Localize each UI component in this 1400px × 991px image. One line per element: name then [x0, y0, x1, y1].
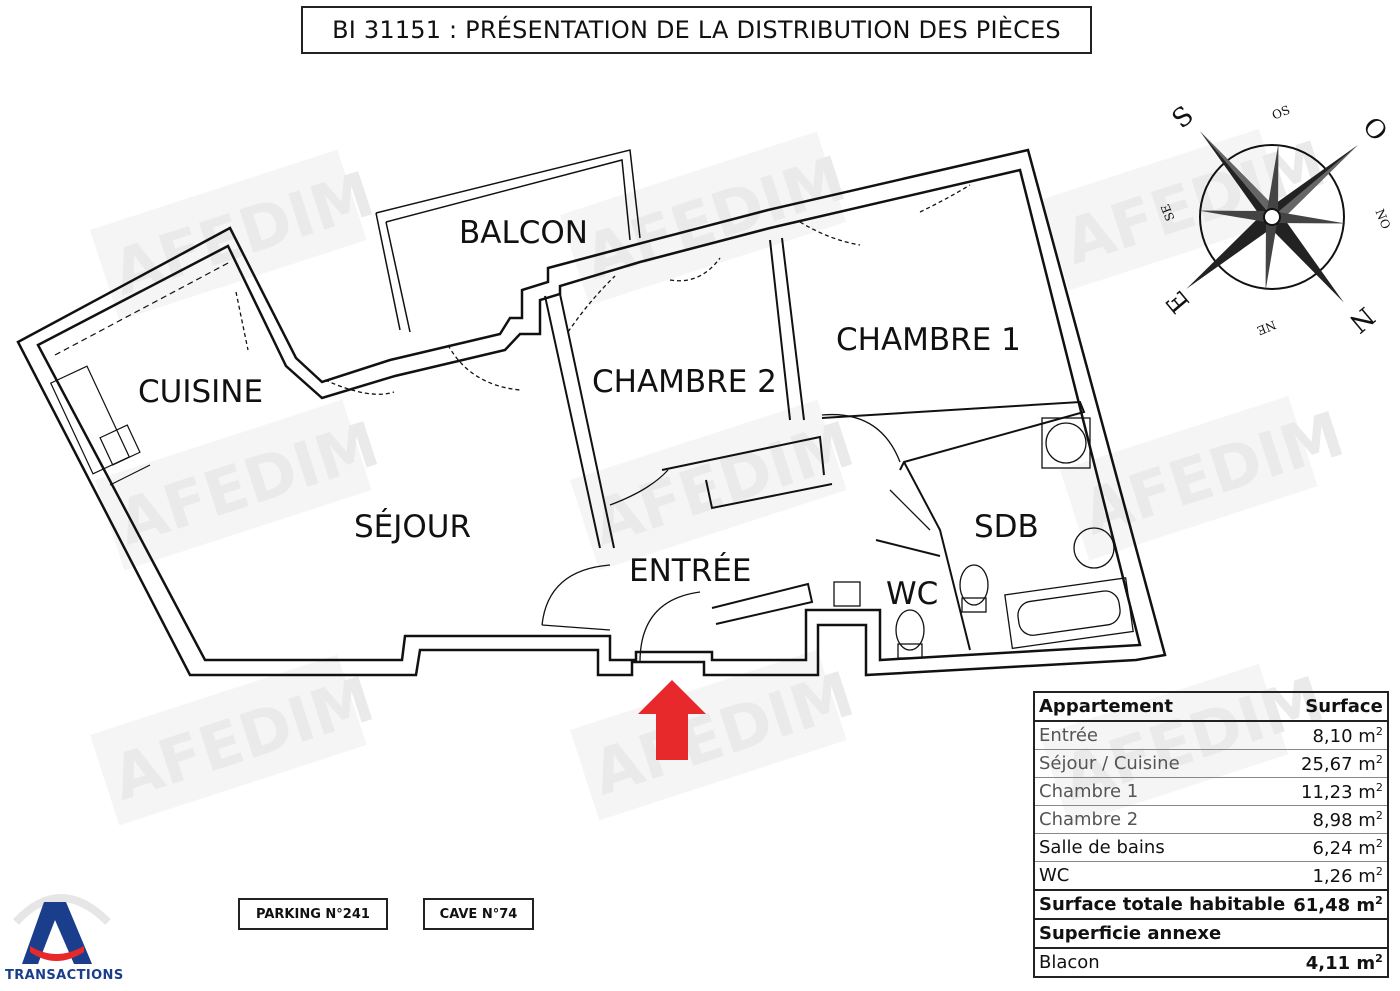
row-value: 8,98 m: [1312, 809, 1376, 831]
table-header-value: Surface: [1289, 692, 1388, 722]
row-label: Salle de bains: [1034, 833, 1290, 862]
room-label-chambre2: CHAMBRE 2: [592, 364, 777, 400]
compass-label: E: [1161, 284, 1196, 318]
total-label: Surface totale habitable: [1034, 889, 1290, 920]
table-row: Chambre 2 8,98 m2: [1034, 805, 1388, 834]
compass-label: NE: [1255, 318, 1278, 338]
compass-label: S: [1167, 100, 1200, 134]
unit-sup: 2: [1375, 836, 1383, 850]
table-header-label: Appartement: [1034, 692, 1290, 722]
room-label-wc: WC: [886, 576, 938, 612]
table-header-row: Appartement Surface: [1034, 692, 1388, 722]
row-value: 8,10 m: [1312, 725, 1376, 747]
room-label-balcon: BALCON: [459, 215, 588, 251]
table-row: Salle de bains 6,24 m2: [1034, 833, 1388, 862]
table-row: Blacon 4,11 m2: [1034, 948, 1388, 978]
room-label-sejour: SÉJOUR: [354, 509, 471, 545]
unit-sup: 2: [1375, 893, 1383, 907]
row-value: 11,23 m: [1301, 781, 1376, 803]
watermark-text: AFEDIM: [104, 662, 382, 815]
cave-label: CAVE N°74: [423, 898, 534, 930]
table-row: WC 1,26 m2: [1034, 861, 1388, 891]
row-label: WC: [1034, 861, 1290, 891]
row-value: 4,11 m: [1305, 952, 1376, 974]
parking-label: PARKING N°241: [238, 898, 388, 930]
unit-sup: 2: [1375, 724, 1383, 738]
door-swings: [235, 184, 971, 663]
row-label: Blacon: [1034, 948, 1290, 978]
kitchen-counter: [49, 261, 231, 486]
compass-label: NO: [1373, 207, 1394, 231]
compass-label: OS: [1270, 103, 1292, 123]
table-row: Séjour / Cuisine 25,67 m2: [1034, 749, 1388, 778]
compass-rose-icon: S O N E OS NO NE SE: [1158, 100, 1394, 338]
row-label: Chambre 2: [1034, 805, 1290, 834]
row-value: 25,67 m: [1301, 753, 1376, 775]
row-value: 1,26 m: [1312, 865, 1376, 887]
watermark-text: AFEDIM: [109, 407, 387, 560]
annex-header: Superficie annexe: [1034, 919, 1388, 949]
balcony: [375, 149, 641, 333]
watermark-text: AFEDIM: [584, 657, 862, 810]
table-row: Chambre 1 11,23 m2: [1034, 777, 1388, 806]
row-value: 6,24 m: [1312, 837, 1376, 859]
row-label: Entrée: [1034, 721, 1290, 750]
compass-label: SE: [1158, 202, 1177, 223]
exterior-walls: [16, 148, 1167, 677]
unit-sup: 2: [1375, 864, 1383, 878]
unit-sup: 2: [1375, 808, 1383, 822]
surface-table: Appartement Surface Entrée 8,10 m2 Séjou…: [1033, 691, 1389, 978]
logo-text: TRANSACTIONS: [5, 968, 124, 983]
watermark-text: AFEDIM: [104, 157, 382, 310]
interior-walls: [544, 237, 1086, 651]
unit-sup: 2: [1375, 780, 1383, 794]
room-label-entree: ENTRÉE: [629, 553, 751, 589]
unit-sup: 2: [1375, 951, 1383, 965]
watermark-text: AFEDIM: [584, 407, 862, 560]
compass-label: O: [1356, 112, 1393, 148]
room-label-sdb: SDB: [974, 509, 1039, 545]
afedim-logo-icon: [13, 894, 111, 964]
row-label: Chambre 1: [1034, 777, 1290, 806]
room-labels: BALCON CUISINE CHAMBRE 2 CHAMBRE 1 SÉJOU…: [138, 215, 1039, 612]
compass-label: N: [1343, 300, 1380, 338]
table-row: Entrée 8,10 m2: [1034, 721, 1388, 750]
table-annex-header-row: Superficie annexe: [1034, 919, 1388, 949]
unit-sup: 2: [1375, 752, 1383, 766]
entry-arrow-icon: [638, 680, 706, 760]
room-label-cuisine: CUISINE: [138, 374, 263, 410]
table-total-row: Surface totale habitable 61,48 m2: [1034, 889, 1388, 920]
row-label: Séjour / Cuisine: [1034, 749, 1290, 778]
page-title: BI 31151 : PRÉSENTATION DE LA DISTRIBUTI…: [301, 6, 1092, 54]
total-value: 61,48 m: [1293, 894, 1376, 916]
bathroom-fixtures: [833, 417, 1134, 659]
room-label-chambre1: CHAMBRE 1: [836, 322, 1021, 358]
